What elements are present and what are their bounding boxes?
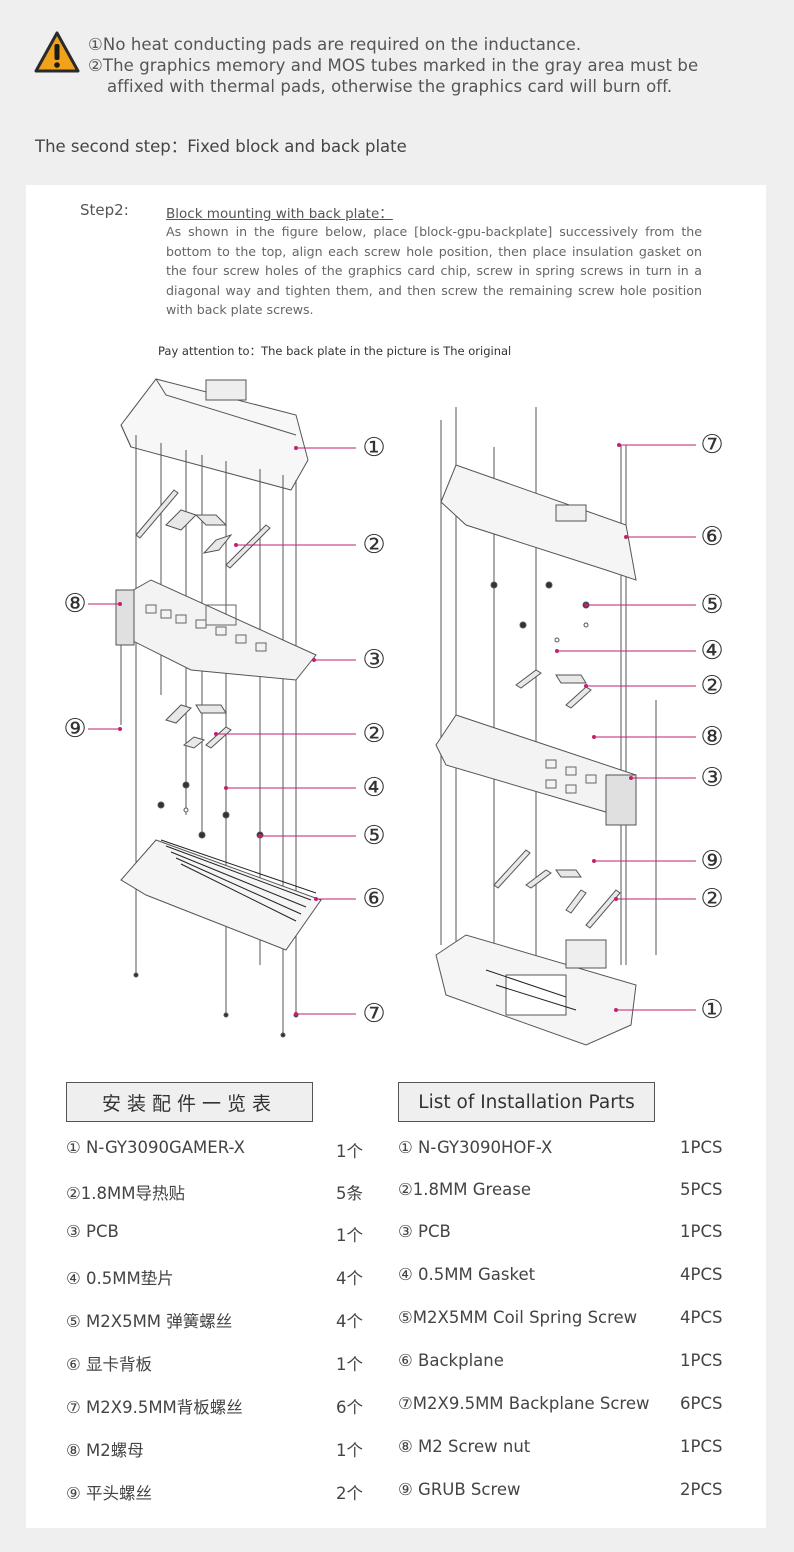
callout-left-10: ⑨ (63, 714, 86, 744)
parts-en-row-7-name: ⑦M2X9.5MM Backplane Screw (398, 1394, 650, 1413)
callout-left-7: ⑥ (362, 884, 385, 914)
parts-en-row-9-name: ⑨ GRUB Screw (398, 1480, 521, 1499)
parts-en-row-2-qty: 5PCS (680, 1180, 723, 1199)
callout-left-6: ⑤ (362, 821, 385, 851)
parts-cn-row-7-name: ⑦ M2X9.5MM背板螺丝 (66, 1398, 243, 1417)
warning-line-3: affixed with thermal pads, otherwise the… (107, 77, 673, 96)
callout-left-2: ② (362, 530, 385, 560)
callout-left-4: ② (362, 719, 385, 749)
parts-en-row-3-qty: 1PCS (680, 1222, 723, 1241)
parts-cn-row-3-qty: 1个 (336, 1226, 363, 1245)
parts-en-row-7-qty: 6PCS (680, 1394, 723, 1413)
parts-en-row-4-name: ④ 0.5MM Gasket (398, 1265, 536, 1284)
parts-en-row-8-qty: 1PCS (680, 1437, 723, 1456)
callout-right-1: ⑦ (700, 430, 723, 460)
step-label: Step2: (80, 201, 129, 219)
parts-table-cn-title: 安装配件一览表 (66, 1082, 313, 1122)
callout-left-9: ⑧ (63, 589, 86, 619)
parts-cn-row-4-name: ④ 0.5MM垫片 (66, 1269, 174, 1288)
parts-en-row-4-qty: 4PCS (680, 1265, 723, 1284)
callout-right-5: ② (700, 671, 723, 701)
parts-cn-row-1-qty: 1个 (336, 1142, 363, 1161)
parts-cn-row-8-qty: 1个 (336, 1441, 363, 1460)
assembly-diagram: ① ② ③ ② ④ ⑤ ⑥ ⑦ ⑧ ⑨ ⑦ ⑥ ⑤ ④ ② ⑧ ③ ⑨ ② ① (63, 378, 724, 1046)
parts-en-row-6-name: ⑥ Backplane (398, 1351, 504, 1370)
parts-cn-row-1-name: ① N-GY3090GAMER-X (66, 1138, 245, 1157)
parts-en-row-5-qty: 4PCS (680, 1308, 723, 1327)
callout-right-10: ① (700, 995, 723, 1025)
callout-right-9: ② (700, 884, 723, 914)
warning-text: ①No heat conducting pads are required on… (88, 34, 698, 97)
parts-cn-row-3-name: ③ PCB (66, 1222, 119, 1241)
callout-right-3: ⑤ (700, 590, 723, 620)
callout-left-1: ① (362, 433, 385, 463)
parts-cn-row-5-name: ⑤ M2X5MM 弹簧螺丝 (66, 1312, 233, 1331)
parts-en-row-1-qty: 1PCS (680, 1138, 723, 1157)
parts-cn-row-2-name: ②1.8MM导热贴 (66, 1184, 186, 1203)
parts-en-row-5-name: ⑤M2X5MM Coil Spring Screw (398, 1308, 638, 1327)
parts-en-row-1-name: ① N-GY3090HOF-X (398, 1138, 553, 1157)
parts-cn-row-4-qty: 4个 (336, 1269, 363, 1288)
callout-left-5: ④ (362, 773, 385, 803)
callout-left-8: ⑦ (362, 999, 385, 1029)
parts-cn-row-6-name: ⑥ 显卡背板 (66, 1355, 153, 1374)
parts-en-row-6-qty: 1PCS (680, 1351, 723, 1370)
callout-right-6: ⑧ (700, 722, 723, 752)
callout-right-7: ③ (700, 763, 723, 793)
warning-line-2: ②The graphics memory and MOS tubes marke… (88, 56, 699, 75)
parts-en-row-8-name: ⑧ M2 Screw nut (398, 1437, 531, 1456)
parts-cn-row-6-qty: 1个 (336, 1355, 363, 1374)
attention-note: Pay attention to：The back plate in the p… (158, 344, 512, 358)
section-title: The second step：Fixed block and back pla… (35, 137, 407, 156)
parts-cn-row-5-qty: 4个 (336, 1312, 363, 1331)
parts-en-row-2-name: ②1.8MM Grease (398, 1180, 531, 1199)
parts-cn-row-9-qty: 2个 (336, 1484, 363, 1503)
parts-en-row-9-qty: 2PCS (680, 1480, 723, 1499)
parts-en-row-3-name: ③ PCB (398, 1222, 451, 1241)
parts-cn-row-7-qty: 6个 (336, 1398, 363, 1417)
step-heading: Block mounting with back plate： (166, 206, 393, 222)
warning-icon (34, 31, 80, 73)
parts-cn-row-8-name: ⑧ M2螺母 (66, 1441, 144, 1460)
parts-table-en-title: List of Installation Parts (398, 1082, 655, 1122)
step-description: As shown in the figure below, place [blo… (166, 224, 702, 318)
warning-line-1: ①No heat conducting pads are required on… (88, 35, 582, 54)
callout-right-2: ⑥ (700, 522, 723, 552)
backplate-right (440, 464, 637, 581)
callout-right-8: ⑨ (700, 846, 723, 876)
backplate-left (120, 839, 322, 951)
callout-right-4: ④ (700, 636, 723, 666)
callout-left-3: ③ (362, 645, 385, 675)
parts-cn-row-9-name: ⑨ 平头螺丝 (66, 1484, 153, 1503)
parts-cn-row-2-qty: 5条 (336, 1184, 363, 1203)
pcb-left (120, 579, 317, 681)
